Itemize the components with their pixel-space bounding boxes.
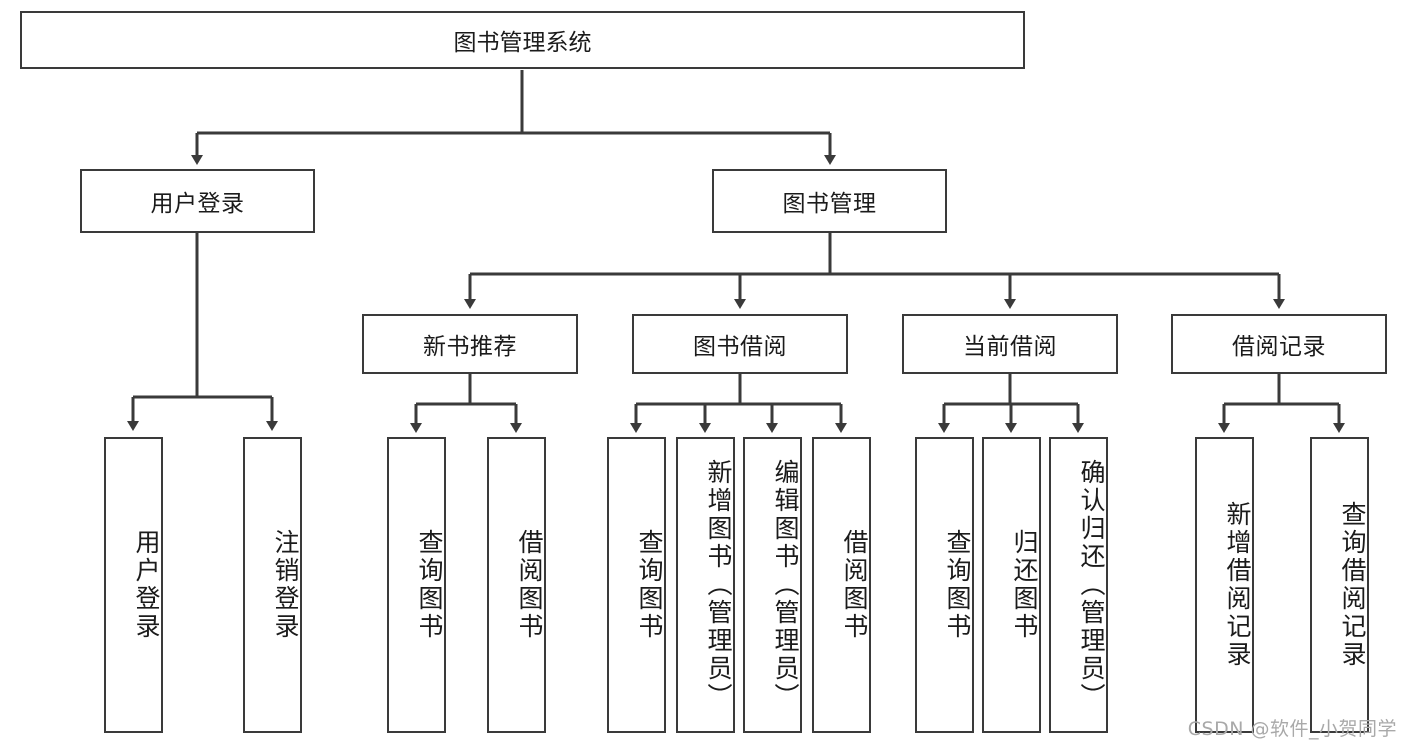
node-label: 新书推荐 [423,334,517,360]
leaf-current-borrow-return-book[interactable]: 归还图书 [982,437,1041,733]
leaf-label: 编辑图书（管理员） [771,459,800,711]
leaf-label: 借阅图书 [840,529,869,641]
leaf-label: 查询图书 [635,529,664,641]
node-current-borrow[interactable]: 当前借阅 [902,314,1118,374]
node-label: 借阅记录 [1232,334,1326,360]
node-label: 当前借阅 [963,334,1057,360]
leaf-label: 注销登录 [271,529,300,641]
leaf-book-borrow-add-book-admin[interactable]: 新增图书（管理员） [676,437,735,733]
node-label: 图书管理系统 [453,30,592,56]
watermark: CSDN @软件_小贺同学 [1187,718,1397,740]
leaf-label: 归还图书 [1010,529,1039,641]
node-root-book-management-system[interactable]: 图书管理系统 [20,11,1025,69]
leaf-book-borrow-borrow-book[interactable]: 借阅图书 [812,437,871,733]
node-label: 用户登录 [150,191,245,217]
leaf-current-borrow-confirm-return-admin[interactable]: 确认归还（管理员） [1049,437,1108,733]
leaf-new-book-borrow-book[interactable]: 借阅图书 [487,437,546,733]
leaf-label: 查询借阅记录 [1338,501,1367,669]
node-label: 图书借阅 [693,334,787,360]
leaf-book-borrow-edit-book-admin[interactable]: 编辑图书（管理员） [743,437,802,733]
leaf-label: 用户登录 [132,529,161,641]
node-user-login[interactable]: 用户登录 [80,169,315,233]
leaf-user-login-logout[interactable]: 注销登录 [243,437,302,733]
leaf-label: 借阅图书 [515,529,544,641]
leaf-label: 确认归还（管理员） [1077,459,1106,711]
leaf-borrow-records-query-record[interactable]: 查询借阅记录 [1310,437,1369,733]
leaf-new-book-query-book[interactable]: 查询图书 [387,437,446,733]
leaf-label: 新增图书（管理员） [704,459,733,711]
leaf-book-borrow-query-book[interactable]: 查询图书 [607,437,666,733]
leaf-user-login-login[interactable]: 用户登录 [104,437,163,733]
node-book-management[interactable]: 图书管理 [712,169,947,233]
leaf-label: 查询图书 [415,529,444,641]
node-book-borrow[interactable]: 图书借阅 [632,314,848,374]
node-borrow-records[interactable]: 借阅记录 [1171,314,1387,374]
leaf-label: 新增借阅记录 [1223,501,1252,669]
leaf-current-borrow-query-book[interactable]: 查询图书 [915,437,974,733]
node-label: 图书管理 [782,191,877,217]
leaf-borrow-records-add-record[interactable]: 新增借阅记录 [1195,437,1254,733]
node-new-book-recommend[interactable]: 新书推荐 [362,314,578,374]
leaf-label: 查询图书 [943,529,972,641]
